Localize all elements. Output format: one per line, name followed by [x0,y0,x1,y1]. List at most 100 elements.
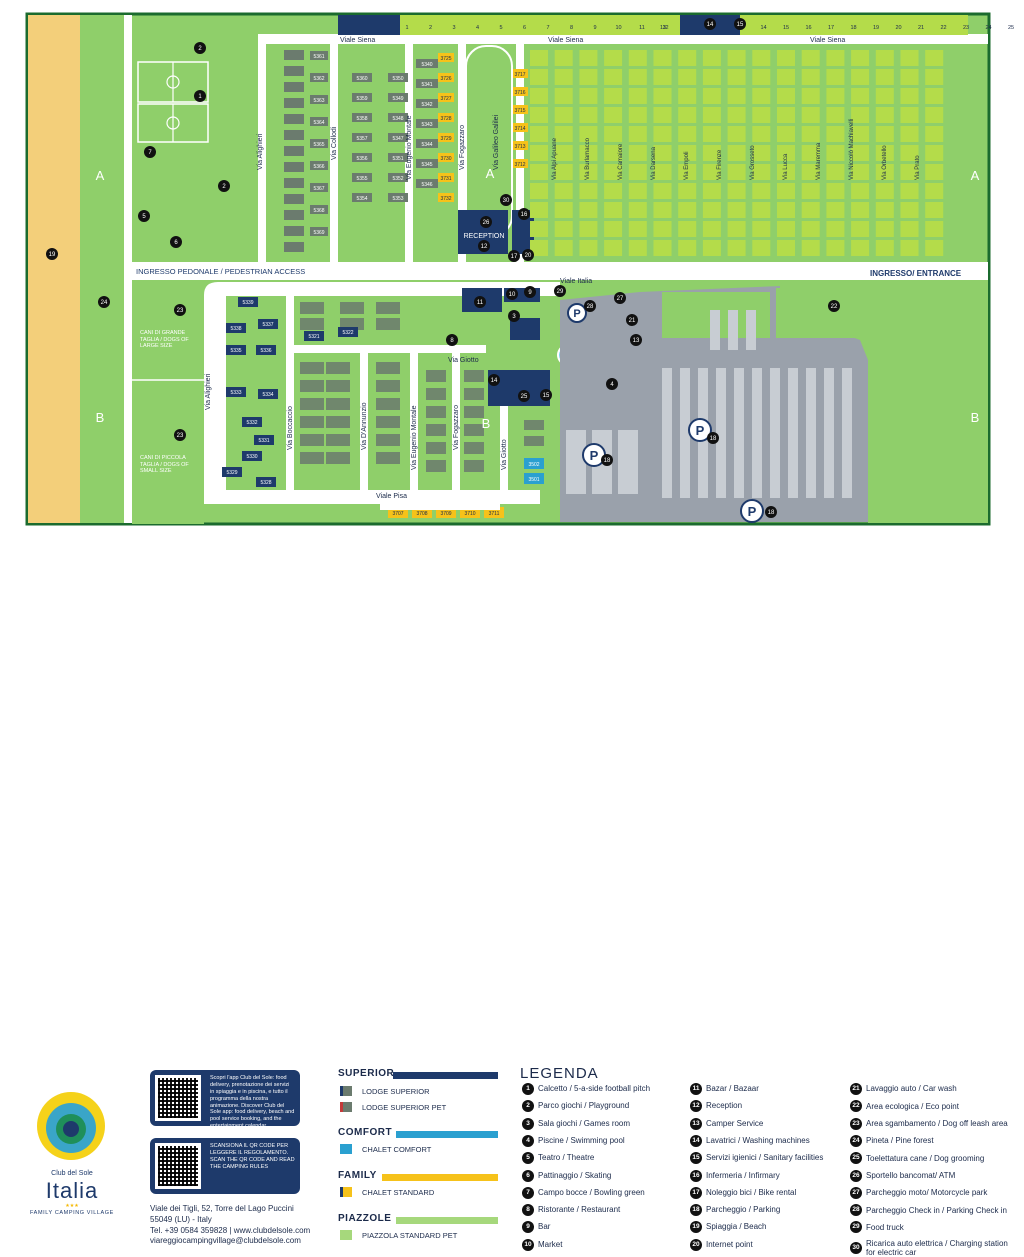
pitch[interactable] [777,183,795,199]
pitch[interactable] [801,107,820,123]
poi-marker[interactable] [606,378,618,390]
lodge-plot[interactable] [352,153,372,162]
family-chalet[interactable] [438,153,454,162]
comfort-chalet[interactable] [524,458,544,469]
pitch[interactable] [777,107,795,123]
pitch[interactable] [678,183,697,199]
family-chalet[interactable] [388,507,408,518]
family-chalet[interactable] [438,193,454,202]
pitch[interactable] [801,164,820,180]
pitch[interactable] [604,88,623,104]
family-chalet[interactable] [512,69,528,78]
pitch[interactable] [653,88,672,104]
pitch[interactable] [752,183,771,199]
pitch[interactable] [801,50,820,66]
pitch[interactable] [678,88,697,104]
pitch[interactable] [900,126,919,142]
pitch[interactable] [604,221,623,237]
pitch[interactable] [678,164,697,180]
pitch[interactable] [678,145,697,161]
lodge-b-plot[interactable] [256,477,276,487]
poi-marker[interactable] [170,236,182,248]
pitch[interactable] [752,164,771,180]
pitch[interactable] [851,183,870,199]
pitch[interactable] [530,107,548,123]
pitch[interactable] [628,50,647,66]
lodge-b-plot[interactable] [226,345,246,355]
pitch[interactable] [875,164,894,180]
pitch[interactable] [554,183,573,199]
pitch[interactable] [604,107,623,123]
pitch[interactable] [826,69,845,85]
pitch[interactable] [826,202,845,218]
poi-marker[interactable] [626,314,638,326]
lodge-b-plot[interactable] [242,417,262,427]
pitch[interactable] [530,126,548,142]
pitch[interactable] [530,202,548,218]
pitch[interactable] [653,126,672,142]
pitch[interactable] [554,107,573,123]
pitch[interactable] [752,69,771,85]
poi-marker[interactable] [46,248,58,260]
lodge-plot[interactable] [416,79,438,88]
pitch[interactable] [727,126,746,142]
pitch[interactable] [579,164,598,180]
poi-marker[interactable] [474,296,486,308]
pitch[interactable] [579,221,598,237]
poi-marker[interactable] [174,304,186,316]
pitch[interactable] [702,240,721,256]
lodge-plot[interactable] [388,193,408,202]
pitch[interactable] [702,221,721,237]
pitch[interactable] [925,202,944,218]
lodge-b-plot[interactable] [258,389,278,399]
pitch[interactable] [604,50,623,66]
pitch[interactable] [628,145,647,161]
pitch[interactable] [702,164,721,180]
app-qr-code[interactable] [155,1075,201,1121]
poi-marker[interactable] [194,90,206,102]
family-chalet[interactable] [412,507,432,518]
pitch[interactable] [727,88,746,104]
pitch[interactable] [678,50,697,66]
rules-qr-code[interactable] [155,1143,201,1189]
pitch[interactable] [826,164,845,180]
lodge-plot[interactable] [352,133,372,142]
pitch[interactable] [702,88,721,104]
pitch[interactable] [604,69,623,85]
pitch[interactable] [752,126,771,142]
pitch[interactable] [851,202,870,218]
family-chalet[interactable] [512,123,528,132]
pitch[interactable] [851,88,870,104]
poi-marker[interactable] [524,286,536,298]
pitch[interactable] [752,88,771,104]
poi-marker[interactable] [98,296,110,308]
poi-marker[interactable] [508,310,520,322]
pitch[interactable] [530,240,548,256]
lodge-plot[interactable] [310,51,328,60]
pitch[interactable] [925,183,944,199]
poi-marker[interactable] [765,506,777,518]
pitch[interactable] [801,240,820,256]
pitch[interactable] [752,221,771,237]
pitch[interactable] [875,69,894,85]
pitch[interactable] [925,164,944,180]
pitch[interactable] [777,145,795,161]
pitch[interactable] [628,183,647,199]
pitch[interactable] [554,69,573,85]
pitch[interactable] [851,50,870,66]
pitch[interactable] [653,240,672,256]
pitch[interactable] [801,88,820,104]
lodge-b-plot[interactable] [226,323,246,333]
pitch[interactable] [530,88,548,104]
lodge-b-plot[interactable] [226,387,246,397]
pitch[interactable] [678,221,697,237]
pitch[interactable] [925,221,944,237]
pitch[interactable] [777,88,795,104]
family-chalet[interactable] [512,159,528,168]
pitch[interactable] [826,221,845,237]
pitch[interactable] [875,240,894,256]
lodge-b-plot[interactable] [254,435,274,445]
pitch[interactable] [826,107,845,123]
poi-marker[interactable] [540,389,552,401]
pitch[interactable] [530,145,548,161]
